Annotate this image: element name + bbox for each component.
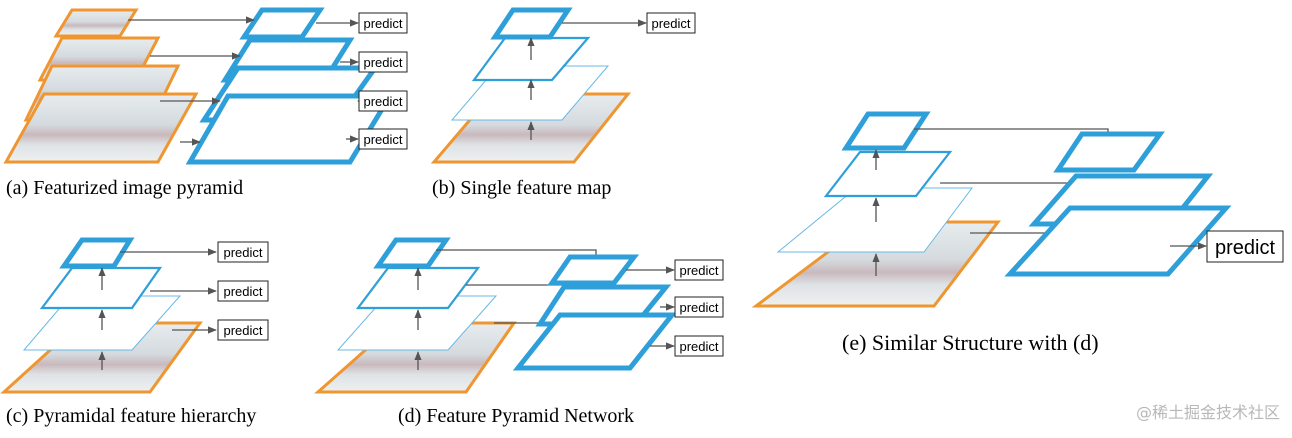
svg-text:predict: predict <box>679 300 718 315</box>
svg-text:predict: predict <box>363 16 402 31</box>
image-layer <box>751 220 1002 308</box>
svg-text:predict: predict <box>363 55 402 70</box>
image-layer <box>53 8 139 38</box>
caption-b: (b) Single feature map <box>432 177 611 199</box>
feature-map <box>39 266 163 310</box>
predict-box: predict <box>1206 230 1284 263</box>
image-layer <box>3 92 199 164</box>
watermark: @稀土掘金技术社区 <box>1136 403 1280 422</box>
feature-map <box>336 295 498 351</box>
feature-map <box>185 93 395 165</box>
svg-text:predict: predict <box>223 323 262 338</box>
feature-map <box>776 187 973 253</box>
panel-d: predict predict predict (d) Feature Pyra… <box>314 237 724 427</box>
caption-e: (e) Similar Structure with (d) <box>842 330 1099 355</box>
caption-c: (c) Pyramidal feature hierarchy <box>6 405 256 427</box>
svg-text:predict: predict <box>651 16 690 31</box>
predict-box: predict <box>217 280 269 302</box>
caption-a: (a) Featurized image pyramid <box>6 177 243 199</box>
predict-box: predict <box>217 319 269 341</box>
svg-text:predict: predict <box>1215 237 1275 259</box>
svg-text:predict: predict <box>363 94 402 109</box>
feature-map <box>547 254 640 286</box>
feature-map <box>1004 205 1232 277</box>
feature-map <box>823 150 953 198</box>
predict-box: predict <box>646 12 696 34</box>
svg-text:predict: predict <box>363 132 402 147</box>
svg-text:predict: predict <box>679 263 718 278</box>
panel-c: predict predict predict (c) Pyramidal fe… <box>0 237 269 427</box>
feature-map <box>490 7 573 40</box>
panel-a: predict predict predict predict (a) Feat… <box>3 7 408 199</box>
predict-box: predict <box>217 241 269 263</box>
svg-text:predict: predict <box>223 284 262 299</box>
svg-text:predict: predict <box>679 339 718 354</box>
panel-e: predict (e) Similar Structure with (d) <box>751 111 1284 355</box>
predict-box: predict <box>358 128 408 150</box>
predict-box: predict <box>358 51 408 73</box>
caption-d: (d) Feature Pyramid Network <box>398 405 634 427</box>
feature-map <box>841 111 931 151</box>
feature-map <box>373 237 451 269</box>
feature-map <box>512 312 678 371</box>
predict-box: predict <box>358 12 408 34</box>
predict-box: predict <box>674 296 724 318</box>
feature-map <box>239 7 325 40</box>
predict-box: predict <box>674 335 724 357</box>
panel-b: predict (b) Single feature map <box>430 7 696 199</box>
feature-map <box>59 237 135 269</box>
predict-box: predict <box>358 90 408 112</box>
predict-box: predict <box>674 259 724 281</box>
feature-map <box>1053 131 1165 173</box>
svg-text:predict: predict <box>223 245 262 260</box>
